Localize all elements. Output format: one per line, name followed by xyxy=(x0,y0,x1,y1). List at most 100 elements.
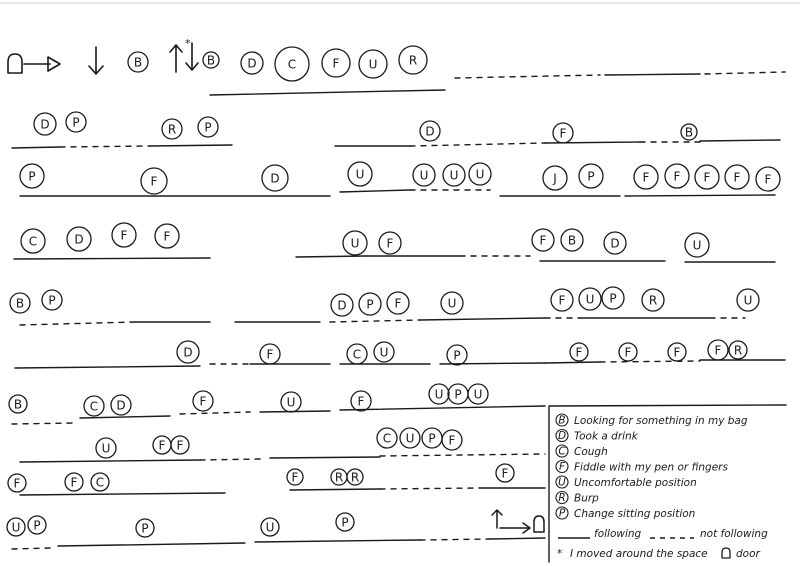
following-segment xyxy=(254,539,421,543)
mark-letter: F xyxy=(674,170,681,184)
arrow-right-icon xyxy=(499,522,531,534)
mark-circle xyxy=(19,163,45,189)
mark-letter: B xyxy=(14,398,22,412)
behaviour-mark: F xyxy=(552,122,574,144)
mark-circle xyxy=(192,390,214,412)
behaviour-mark: U xyxy=(412,163,436,187)
following-segment xyxy=(13,257,211,260)
not-following-segment xyxy=(599,360,701,363)
behaviour-mark: D xyxy=(330,293,354,317)
legend-mark-circle xyxy=(555,444,569,458)
not-following-segment xyxy=(19,321,136,326)
mark-circle xyxy=(398,45,428,75)
mark-letter: F xyxy=(540,234,547,248)
behaviour-mark: R xyxy=(728,340,748,360)
mark-circle xyxy=(346,468,364,486)
mark-circle xyxy=(259,343,281,365)
following-segment xyxy=(19,459,201,463)
mark-letter: R xyxy=(734,344,742,358)
behaviour-mark: F xyxy=(140,167,168,195)
mark-circle xyxy=(140,167,168,195)
behaviour-mark: C xyxy=(346,343,368,365)
mark-circle xyxy=(603,231,627,255)
mark-circle xyxy=(197,116,219,138)
mark-letter: F xyxy=(200,395,207,409)
behaviour-mark: R xyxy=(641,288,665,312)
mark-circle xyxy=(176,340,200,364)
mark-circle xyxy=(274,46,310,82)
behaviour-mark: F xyxy=(694,164,720,190)
mark-letter: D xyxy=(425,125,434,139)
mark-letter: U xyxy=(406,432,415,446)
behaviour-mark: U xyxy=(399,427,421,449)
mark-letter: F xyxy=(14,477,21,491)
behaviour-mark: D xyxy=(240,51,264,75)
mark-circle xyxy=(261,164,289,192)
mark-letter: P xyxy=(428,432,435,446)
mark-circle xyxy=(419,120,441,142)
mark-letter: F xyxy=(765,173,772,187)
mark-letter: P xyxy=(453,349,460,363)
mark-circle xyxy=(110,394,132,416)
mark-circle xyxy=(335,512,355,532)
mark-letter: D xyxy=(247,57,256,71)
mark-circle xyxy=(578,287,602,311)
mark-circle xyxy=(66,226,92,252)
arrow-up-icon xyxy=(169,44,183,73)
behaviour-mark: F xyxy=(441,429,463,451)
legend-entry-label: Took a drink xyxy=(574,431,639,443)
mark-circle xyxy=(569,342,589,362)
mark-letter: C xyxy=(383,432,391,446)
mark-letter: P xyxy=(341,516,348,530)
mark-letter: U xyxy=(474,388,483,402)
mark-letter: R xyxy=(335,471,343,485)
behaviour-mark: U xyxy=(468,162,492,186)
behaviour-mark: F xyxy=(664,163,690,189)
behaviour-mark: F xyxy=(633,164,659,190)
mark-circle xyxy=(41,289,63,311)
mark-circle xyxy=(170,435,190,455)
behaviour-mark: F xyxy=(550,288,574,312)
mark-circle xyxy=(412,163,436,187)
behaviour-mark: F xyxy=(7,473,27,493)
behaviour-mark: F xyxy=(755,166,781,192)
behaviour-mark: F xyxy=(154,223,180,249)
legend-mark-circle xyxy=(555,475,569,489)
mark-letter: U xyxy=(102,442,111,456)
mark-letter: F xyxy=(395,297,402,311)
behaviour-mark: B xyxy=(202,51,220,69)
behaviour-mark: P xyxy=(65,111,87,133)
legend-following: following not following xyxy=(558,528,768,540)
mark-circle xyxy=(684,232,710,258)
mark-circle xyxy=(578,163,604,189)
mark-letter: U xyxy=(356,168,365,182)
mark-circle xyxy=(135,518,155,538)
mark-letter: R xyxy=(409,54,417,68)
mark-circle xyxy=(358,292,382,316)
legend-mark-letter: B xyxy=(558,415,565,427)
not-following-segment xyxy=(179,411,251,415)
mark-letter: P xyxy=(366,298,373,312)
behaviour-mark: C xyxy=(83,395,105,417)
following-segment xyxy=(79,415,171,419)
behaviour-mark: U xyxy=(95,437,117,459)
behaviour-mark: D xyxy=(419,120,441,142)
behaviour-mark: F xyxy=(259,343,281,365)
behaviour-mark: P xyxy=(135,518,155,538)
behaviour-mark: F xyxy=(495,463,515,483)
mark-circle xyxy=(736,288,760,312)
mark-circle xyxy=(161,118,183,140)
mark-letter: D xyxy=(116,399,125,413)
mark-letter: F xyxy=(704,171,711,185)
behaviour-mark: F xyxy=(350,390,372,412)
mark-circle xyxy=(330,293,354,317)
following-segment xyxy=(339,189,411,193)
behaviour-mark: D xyxy=(110,394,132,416)
behaviour-mark: P xyxy=(197,116,219,138)
mark-circle xyxy=(65,111,87,133)
